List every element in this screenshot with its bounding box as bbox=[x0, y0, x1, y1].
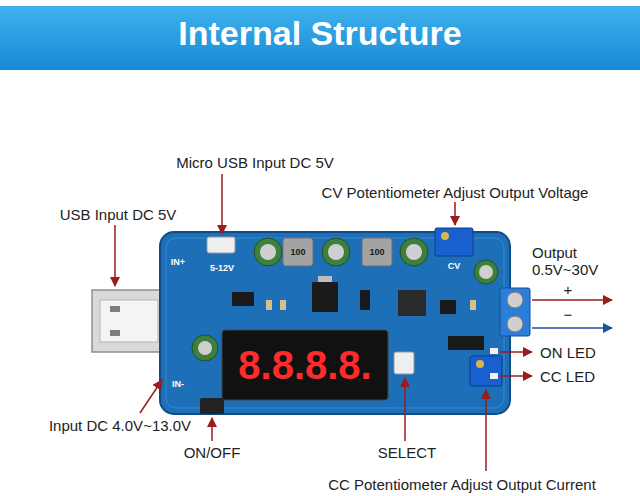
cc-potentiometer bbox=[470, 356, 502, 386]
inductor bbox=[362, 238, 392, 266]
leader-line bbox=[140, 380, 162, 413]
display-digits: 8.8.8.8. bbox=[238, 343, 371, 387]
polarity-sign: − bbox=[562, 306, 575, 323]
power-switch bbox=[200, 398, 224, 414]
capacitor bbox=[192, 335, 218, 361]
resistor bbox=[470, 300, 476, 310]
leader-line bbox=[114, 225, 116, 286]
chip bbox=[232, 292, 254, 306]
select-button bbox=[394, 352, 414, 374]
leader-line bbox=[485, 390, 487, 471]
micro-usb-socket bbox=[207, 237, 235, 253]
chip bbox=[448, 336, 484, 350]
inductor-marking: 100 bbox=[290, 247, 305, 257]
callout-label: Output 0.5V~30V bbox=[530, 244, 610, 278]
potentiometer-screw bbox=[441, 232, 449, 240]
terminal-block bbox=[500, 288, 530, 336]
usb-hole bbox=[110, 306, 120, 312]
silkscreen-text: IN- bbox=[172, 379, 184, 389]
usb-plug bbox=[92, 290, 166, 352]
inductor-marking: 100 bbox=[369, 247, 384, 257]
cv-potentiometer bbox=[435, 228, 473, 256]
leader-line bbox=[500, 375, 532, 377]
output-arrow bbox=[532, 299, 612, 301]
capacitor bbox=[474, 260, 498, 284]
potentiometer-screw bbox=[476, 360, 484, 368]
leader-line bbox=[211, 418, 213, 441]
callout-label: SELECT bbox=[376, 444, 438, 461]
silkscreen-text: IN+ bbox=[171, 257, 185, 267]
output-arrow bbox=[532, 327, 612, 329]
inductor bbox=[283, 238, 313, 266]
resistor bbox=[280, 300, 286, 310]
diode bbox=[360, 290, 370, 310]
led bbox=[490, 348, 498, 354]
terminal-screw bbox=[507, 316, 523, 332]
capacitor bbox=[254, 238, 282, 266]
led bbox=[490, 373, 498, 379]
inductor-small bbox=[398, 290, 426, 316]
callout-label: CC Potentiometer Adjust Output Current bbox=[326, 476, 598, 493]
resistor bbox=[266, 300, 272, 310]
mosfet bbox=[312, 282, 338, 312]
usb-plug-insert bbox=[100, 300, 158, 342]
callout-label: CV Potentiometer Adjust Output Voltage bbox=[320, 184, 591, 201]
capacitor bbox=[400, 238, 428, 266]
silkscreen-text: CV bbox=[448, 261, 461, 271]
leader-line bbox=[454, 202, 456, 225]
mosfet-tab bbox=[318, 276, 332, 282]
callout-label: Input DC 4.0V~13.0V bbox=[47, 417, 193, 434]
callout-label: ON/OFF bbox=[182, 444, 243, 461]
leader-line bbox=[500, 351, 532, 353]
leader-line bbox=[221, 174, 223, 234]
usb-hole bbox=[110, 330, 120, 336]
title-band bbox=[0, 6, 640, 70]
capacitor bbox=[322, 238, 350, 266]
leader-line bbox=[404, 378, 406, 441]
title: Internal Structure bbox=[0, 14, 640, 53]
callout-label: CC LED bbox=[538, 368, 597, 385]
callout-label: USB Input DC 5V bbox=[58, 206, 179, 223]
terminal-screw bbox=[507, 292, 523, 308]
polarity-sign: + bbox=[562, 281, 575, 298]
chip bbox=[440, 300, 456, 314]
silkscreen-text: 5-12V bbox=[210, 263, 234, 273]
pcb-board bbox=[160, 232, 510, 414]
callout-label: Micro USB Input DC 5V bbox=[174, 154, 336, 171]
led-display bbox=[222, 330, 388, 400]
pcb-edge bbox=[166, 238, 504, 408]
callout-label: ON LED bbox=[538, 344, 598, 361]
